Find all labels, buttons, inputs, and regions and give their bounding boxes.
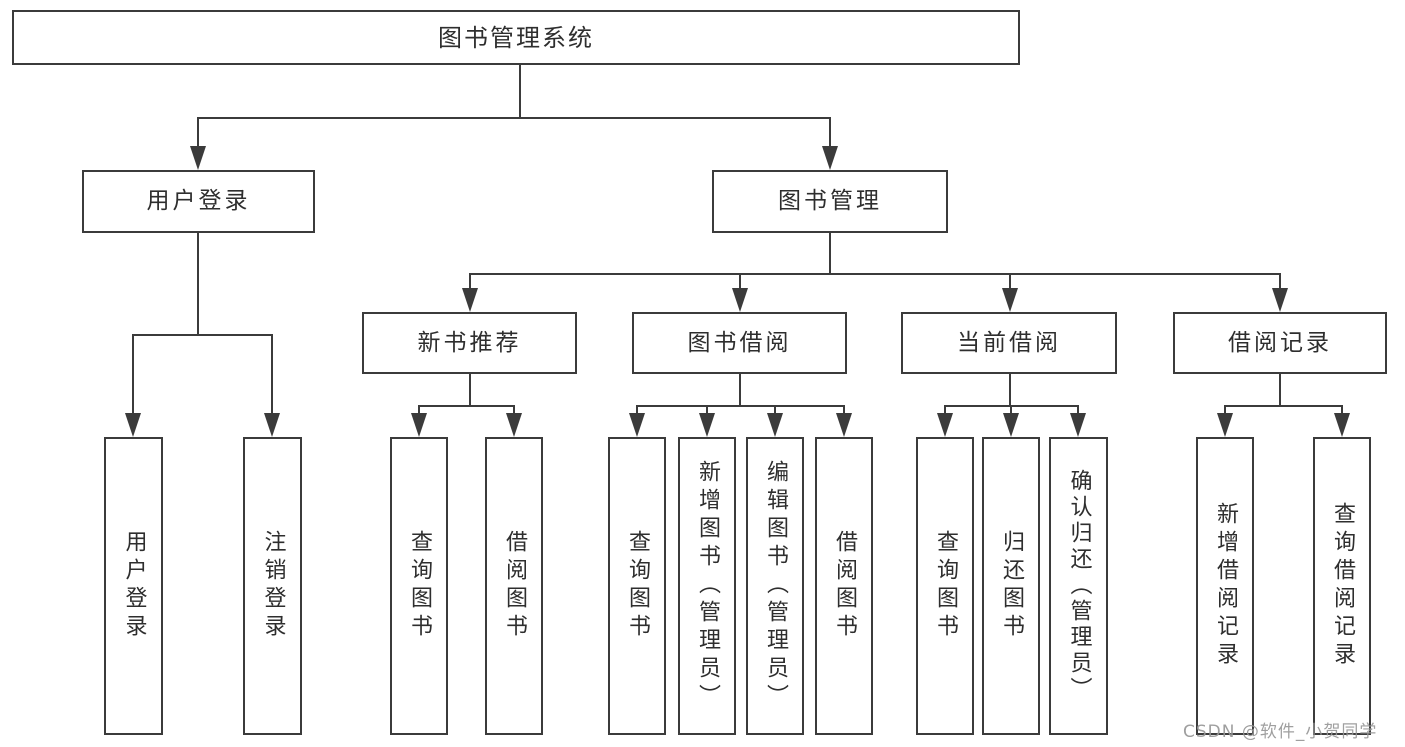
arrowhead-down-icon [732, 288, 748, 312]
leaf-confirm-return-admin-label: 确认归还（管理员） [1066, 469, 1092, 703]
leaf-add-book-admin: 新增图书（管理员） [678, 437, 736, 735]
connector-line [829, 233, 831, 275]
node-borrow-records: 借阅记录 [1173, 312, 1387, 374]
leaf-borrow-books-2-label: 借阅图书 [832, 530, 857, 642]
connector-line [1341, 406, 1343, 415]
arrowhead-down-icon [937, 413, 953, 437]
node-book-borrow-label: 图书借阅 [687, 329, 792, 356]
node-new-book-recommend: 新书推荐 [362, 312, 577, 374]
connector-line [519, 65, 521, 119]
leaf-edit-book-admin-label: 编辑图书（管理员） [763, 460, 788, 712]
arrowhead-down-icon [1002, 288, 1018, 312]
leaf-query-borrow-record: 查询借阅记录 [1313, 437, 1371, 735]
leaf-add-borrow-record-label: 新增借阅记录 [1213, 502, 1238, 670]
node-user-login-label: 用户登录 [146, 188, 251, 214]
arrowhead-down-icon [629, 413, 645, 437]
leaf-query-books-recommend-label: 查询图书 [407, 530, 432, 642]
node-user-login: 用户登录 [82, 170, 315, 233]
node-new-book-recommend-label: 新书推荐 [417, 329, 522, 356]
connector-line [198, 117, 831, 119]
leaf-query-books-current-label: 查询图书 [933, 530, 958, 642]
leaf-logout-label: 注销登录 [260, 530, 286, 642]
arrowhead-down-icon [411, 413, 427, 437]
leaf-user-login: 用户登录 [104, 437, 163, 735]
leaf-add-borrow-record: 新增借阅记录 [1196, 437, 1254, 735]
connector-line [418, 405, 515, 407]
arrowhead-down-icon [836, 413, 852, 437]
connector-line [636, 405, 845, 407]
connector-line [739, 273, 741, 290]
leaf-return-book-label: 归还图书 [999, 530, 1024, 642]
node-current-borrow-label: 当前借阅 [957, 329, 1061, 356]
node-current-borrow: 当前借阅 [901, 312, 1117, 374]
connector-line [1224, 405, 1343, 407]
connector-line [132, 335, 134, 415]
connector-line [1077, 406, 1079, 415]
connector-line [1279, 374, 1281, 407]
leaf-borrow-books-recommend-label: 借阅图书 [502, 530, 527, 642]
arrowhead-down-icon [506, 413, 522, 437]
node-book-management: 图书管理 [712, 170, 948, 233]
connector-line [774, 406, 776, 415]
arrowhead-down-icon [1070, 413, 1086, 437]
connector-line [197, 233, 199, 336]
leaf-logout: 注销登录 [243, 437, 302, 735]
connector-line [706, 406, 708, 415]
arrowhead-down-icon [462, 288, 478, 312]
connector-line [469, 273, 471, 290]
watermark-text: CSDN @软件_小贺同学 [1183, 722, 1378, 742]
arrowhead-down-icon [822, 146, 838, 170]
connector-line [1279, 273, 1281, 290]
connector-line [739, 374, 741, 407]
leaf-user-login-label: 用户登录 [121, 530, 147, 642]
node-book-management-label: 图书管理 [778, 188, 882, 214]
connector-line [469, 273, 1281, 275]
node-root-label: 图书管理系统 [438, 23, 594, 52]
leaf-borrow-books-2: 借阅图书 [815, 437, 873, 735]
leaf-confirm-return-admin: 确认归还（管理员） [1049, 437, 1108, 735]
connector-line [1224, 406, 1226, 415]
connector-line [1010, 406, 1012, 415]
connector-line [132, 334, 273, 336]
leaf-query-books-borrow-label: 查询图书 [625, 530, 650, 642]
connector-line [843, 406, 845, 415]
arrowhead-down-icon [699, 413, 715, 437]
leaf-add-book-admin-label: 新增图书（管理员） [695, 460, 720, 712]
connector-line [636, 406, 638, 415]
leaf-query-books-borrow: 查询图书 [608, 437, 666, 735]
leaf-query-books-current: 查询图书 [916, 437, 974, 735]
connector-line [271, 335, 273, 415]
leaf-borrow-books-recommend: 借阅图书 [485, 437, 543, 735]
leaf-return-book: 归还图书 [982, 437, 1040, 735]
leaf-query-borrow-record-label: 查询借阅记录 [1330, 502, 1355, 670]
connector-line [513, 406, 515, 415]
arrowhead-down-icon [1217, 413, 1233, 437]
arrowhead-down-icon [1003, 413, 1019, 437]
connector-line [469, 374, 471, 407]
leaf-edit-book-admin: 编辑图书（管理员） [746, 437, 804, 735]
connector-line [1009, 374, 1011, 407]
connector-line [1009, 273, 1011, 290]
connector-line [418, 406, 420, 415]
arrowhead-down-icon [767, 413, 783, 437]
arrowhead-down-icon [1272, 288, 1288, 312]
node-root-system: 图书管理系统 [12, 10, 1020, 65]
node-book-borrow: 图书借阅 [632, 312, 847, 374]
arrowhead-down-icon [190, 146, 206, 170]
node-borrow-records-label: 借阅记录 [1228, 329, 1332, 356]
connector-line [944, 406, 946, 415]
arrowhead-down-icon [264, 413, 280, 437]
arrowhead-down-icon [125, 413, 141, 437]
arrowhead-down-icon [1334, 413, 1350, 437]
connector-line [829, 117, 831, 149]
connector-line [197, 117, 199, 149]
leaf-query-books-recommend: 查询图书 [390, 437, 448, 735]
connector-line [944, 405, 1079, 407]
